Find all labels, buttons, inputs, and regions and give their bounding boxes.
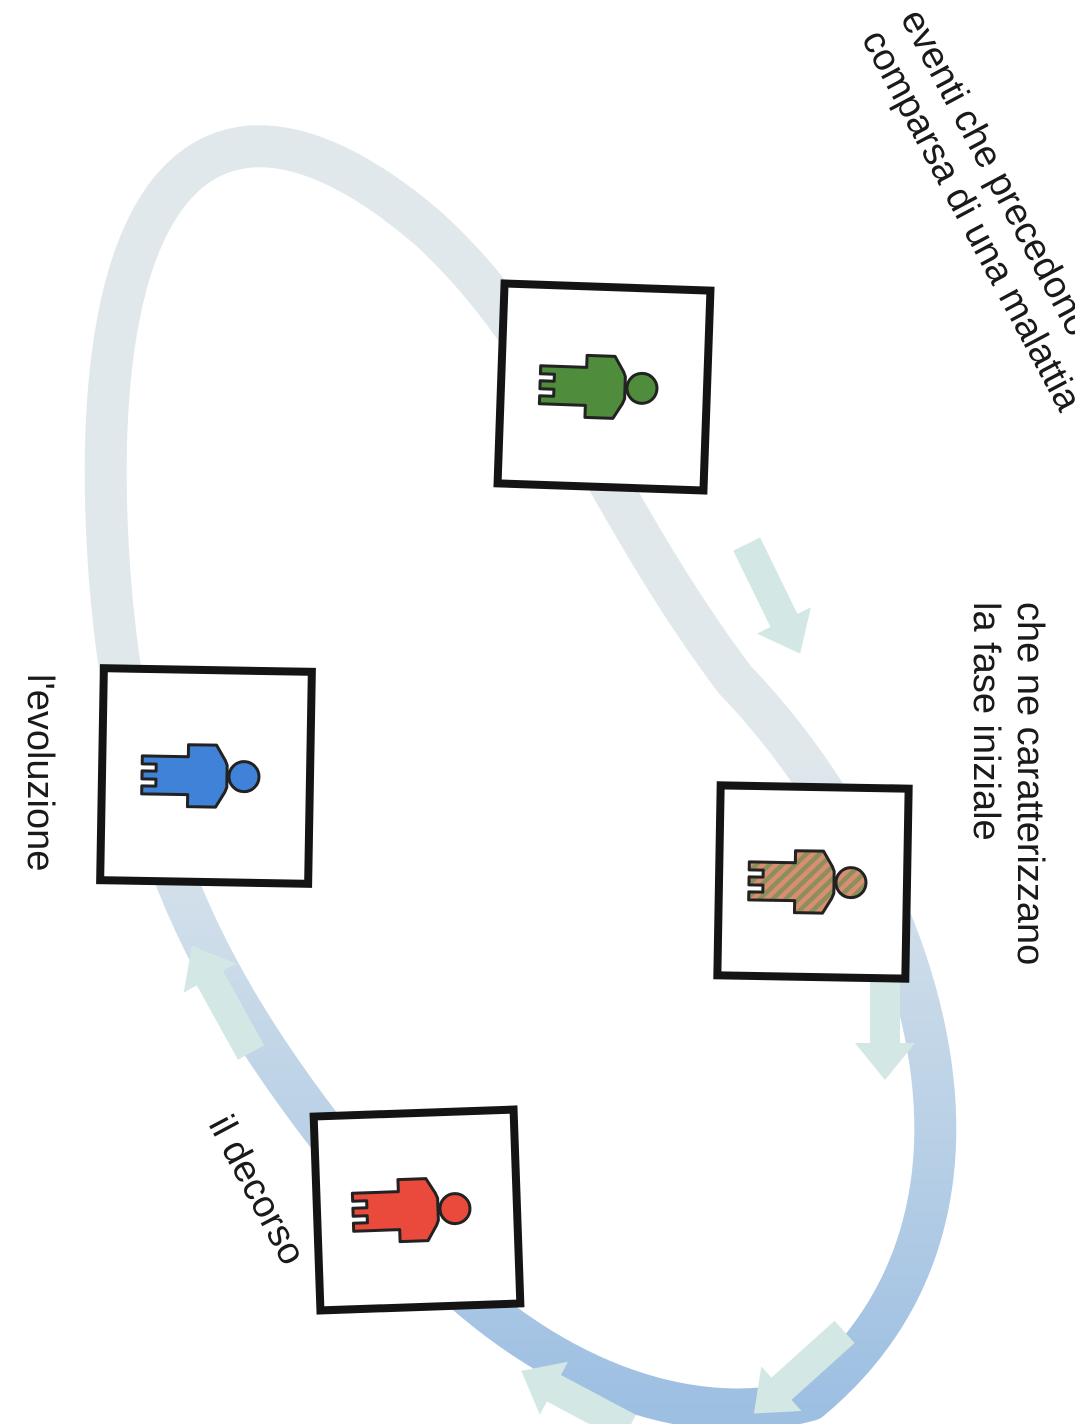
- stage-box-striped: [713, 781, 913, 983]
- stage-box-green: [493, 279, 715, 495]
- arrow-2: [855, 958, 915, 1080]
- stage-box-red: [309, 1105, 525, 1315]
- label-initial-phase: che ne caratterizzano la fase iniziale: [964, 602, 1052, 965]
- label-initial-phase-line-2: la fase iniziale: [965, 602, 1007, 841]
- label-evolution: l'evoluzione: [19, 674, 61, 872]
- arrow-1: [733, 537, 811, 654]
- arrow-3: [753, 1320, 855, 1414]
- arrow-5: [183, 945, 265, 1060]
- stage-box-blue: [96, 664, 316, 888]
- label-initial-phase-line-1: che ne caratterizzano: [1009, 602, 1051, 966]
- arrow-4: [521, 1361, 637, 1424]
